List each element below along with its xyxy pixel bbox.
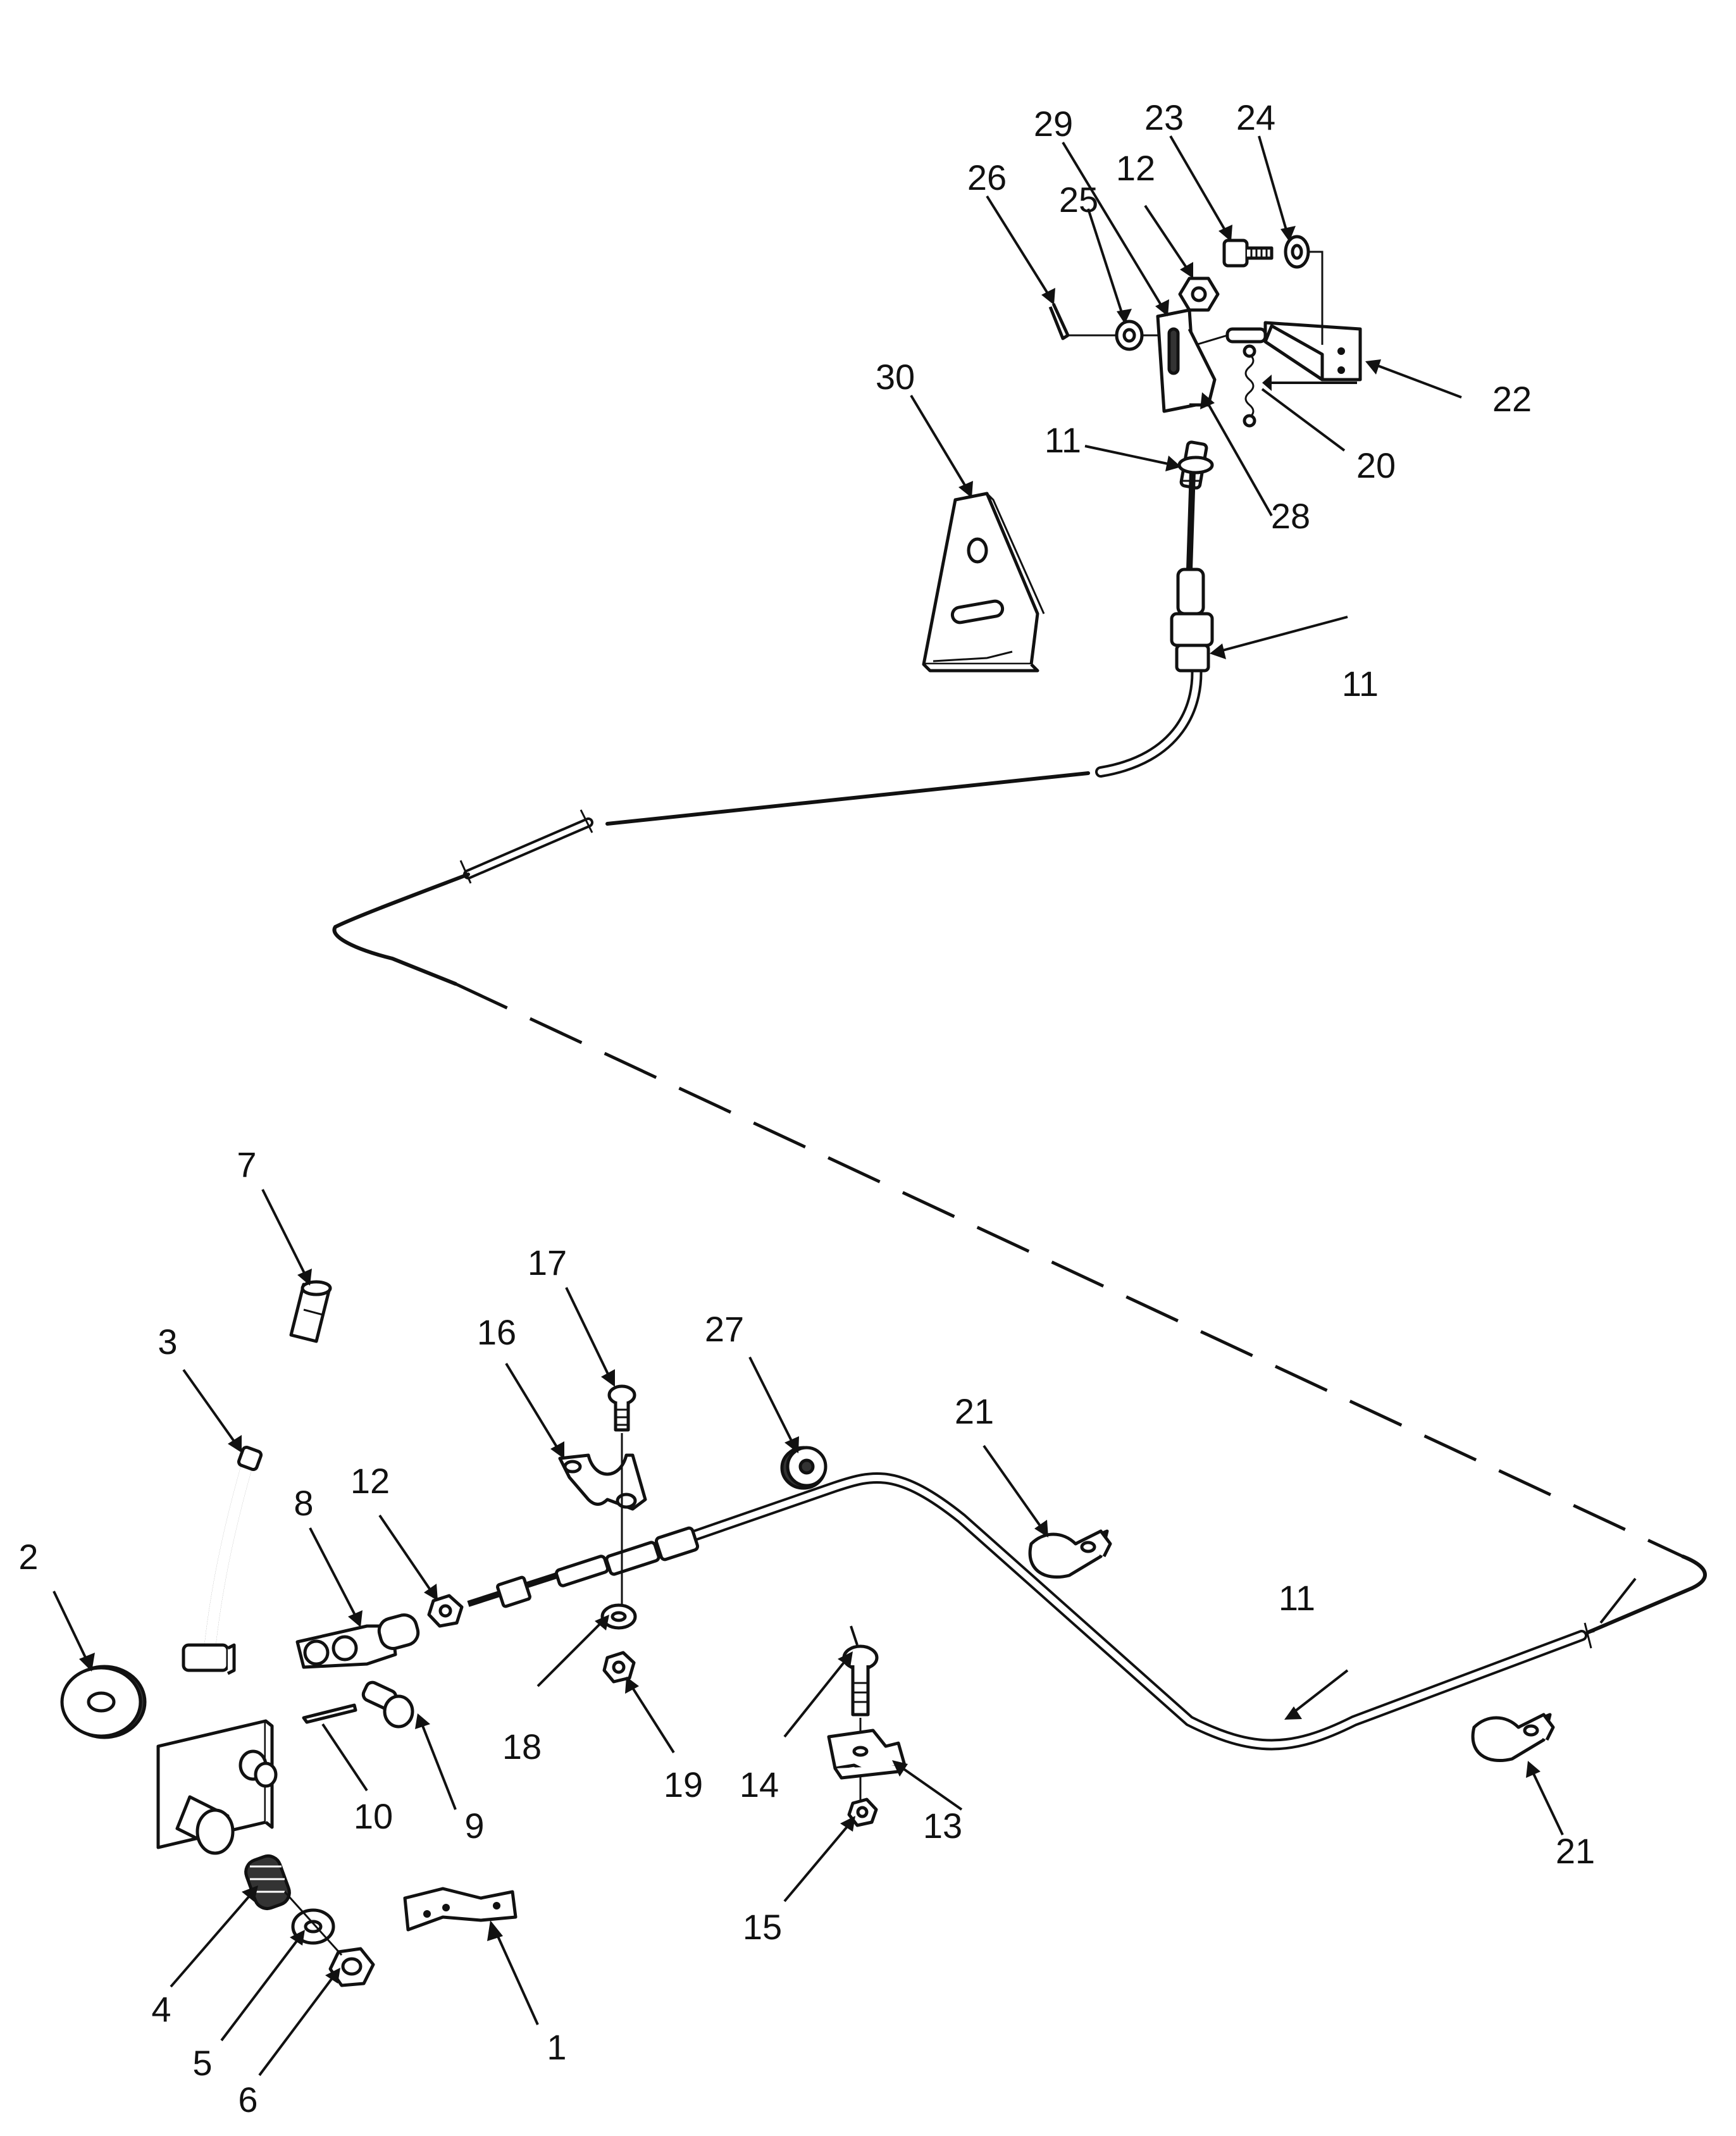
- upper-bolt: [1222, 239, 1274, 268]
- callout-2: 2: [18, 1537, 38, 1577]
- bracket-nut: [847, 1798, 878, 1827]
- callout-26: 26: [967, 158, 1007, 197]
- callout-11-connector: 11: [1342, 664, 1379, 704]
- callout-20: 20: [1356, 445, 1396, 485]
- callout-1: 1: [547, 2027, 566, 2067]
- callout-12-upper: 12: [1116, 148, 1155, 188]
- upper-linkage-assembly: [1048, 235, 1362, 673]
- upper-cable-connector: [1170, 440, 1214, 673]
- callout-10: 10: [354, 1796, 393, 1836]
- cable-grommet: [459, 809, 593, 884]
- lower-nut: [427, 1594, 464, 1628]
- shift-lever: [156, 1445, 278, 1855]
- cable-clamp-upper: [558, 1453, 647, 1511]
- upper-lock-washer: [1284, 235, 1310, 269]
- cable-upper-run: [605, 771, 1090, 826]
- callout-29: 29: [1034, 104, 1073, 144]
- large-washer: [60, 1665, 147, 1739]
- lower-linkage-assembly: [60, 1280, 1555, 1987]
- cable-lower-end-fitting: [467, 1526, 700, 1608]
- callout-14: 14: [740, 1765, 779, 1804]
- lever-block: [1156, 308, 1217, 413]
- cable-clip-lower: [1471, 1713, 1555, 1763]
- callout-21-lower: 21: [1556, 1831, 1595, 1871]
- callout-17: 17: [528, 1243, 567, 1282]
- cable-long-run: [454, 982, 1684, 1558]
- callout-labels: 1 2 3 4 5 6 7 8 9 10 11 11 11 12 12 13 1…: [18, 97, 1595, 2120]
- upper-cotter-pin: [1048, 302, 1070, 340]
- callout-8: 8: [294, 1483, 313, 1523]
- lever-nut: [328, 1947, 375, 1987]
- callout-21-upper: 21: [955, 1391, 994, 1431]
- callout-11-lower: 11: [1279, 1578, 1315, 1618]
- bushing: [244, 1854, 291, 1911]
- callout-6: 6: [238, 2080, 257, 2120]
- callout-19: 19: [664, 1765, 703, 1804]
- callout-22: 22: [1492, 379, 1532, 419]
- upper-nut: [1178, 276, 1220, 312]
- callout-24: 24: [1236, 97, 1275, 137]
- cable-clip-upper: [1028, 1529, 1112, 1579]
- callout-7: 7: [237, 1145, 256, 1184]
- callout-28: 28: [1271, 496, 1310, 536]
- cable-route: [332, 652, 1707, 1751]
- spring-pin: [289, 1280, 332, 1343]
- callout-15: 15: [743, 1907, 782, 1947]
- lower-cotter-pin: [302, 1703, 357, 1724]
- callout-13: 13: [923, 1806, 962, 1846]
- callout-3: 3: [158, 1322, 177, 1362]
- cable-left-loop: [332, 872, 470, 986]
- cable-lower-sheath: [665, 1472, 1587, 1751]
- callout-11-top: 11: [1045, 420, 1081, 460]
- bracket-strap: [403, 1887, 518, 1932]
- callout-12-lower: 12: [350, 1461, 390, 1501]
- clevis-pin: [361, 1680, 414, 1729]
- callout-25: 25: [1059, 180, 1098, 220]
- cable-right-bend: [1586, 1555, 1707, 1634]
- callout-18: 18: [502, 1727, 542, 1767]
- callout-4: 4: [151, 1989, 171, 2029]
- support-bracket: [827, 1729, 907, 1780]
- clamp-washer: [600, 1603, 637, 1630]
- mounting-plate: [1225, 321, 1362, 382]
- callout-16: 16: [477, 1312, 516, 1352]
- mounting-bracket: [922, 492, 1045, 673]
- upper-flat-washer: [1115, 320, 1144, 351]
- callout-9: 9: [464, 1806, 484, 1846]
- clamp-screw: [607, 1384, 636, 1432]
- leader-lines: [53, 135, 1637, 2077]
- cable-grommet-small: [780, 1446, 828, 1490]
- clamp-nut: [602, 1651, 636, 1684]
- callout-27: 27: [705, 1309, 744, 1349]
- callout-30: 30: [876, 357, 915, 397]
- callout-23: 23: [1144, 97, 1184, 137]
- callout-5: 5: [192, 2043, 212, 2083]
- return-spring: [1243, 344, 1256, 428]
- clevis: [295, 1613, 420, 1669]
